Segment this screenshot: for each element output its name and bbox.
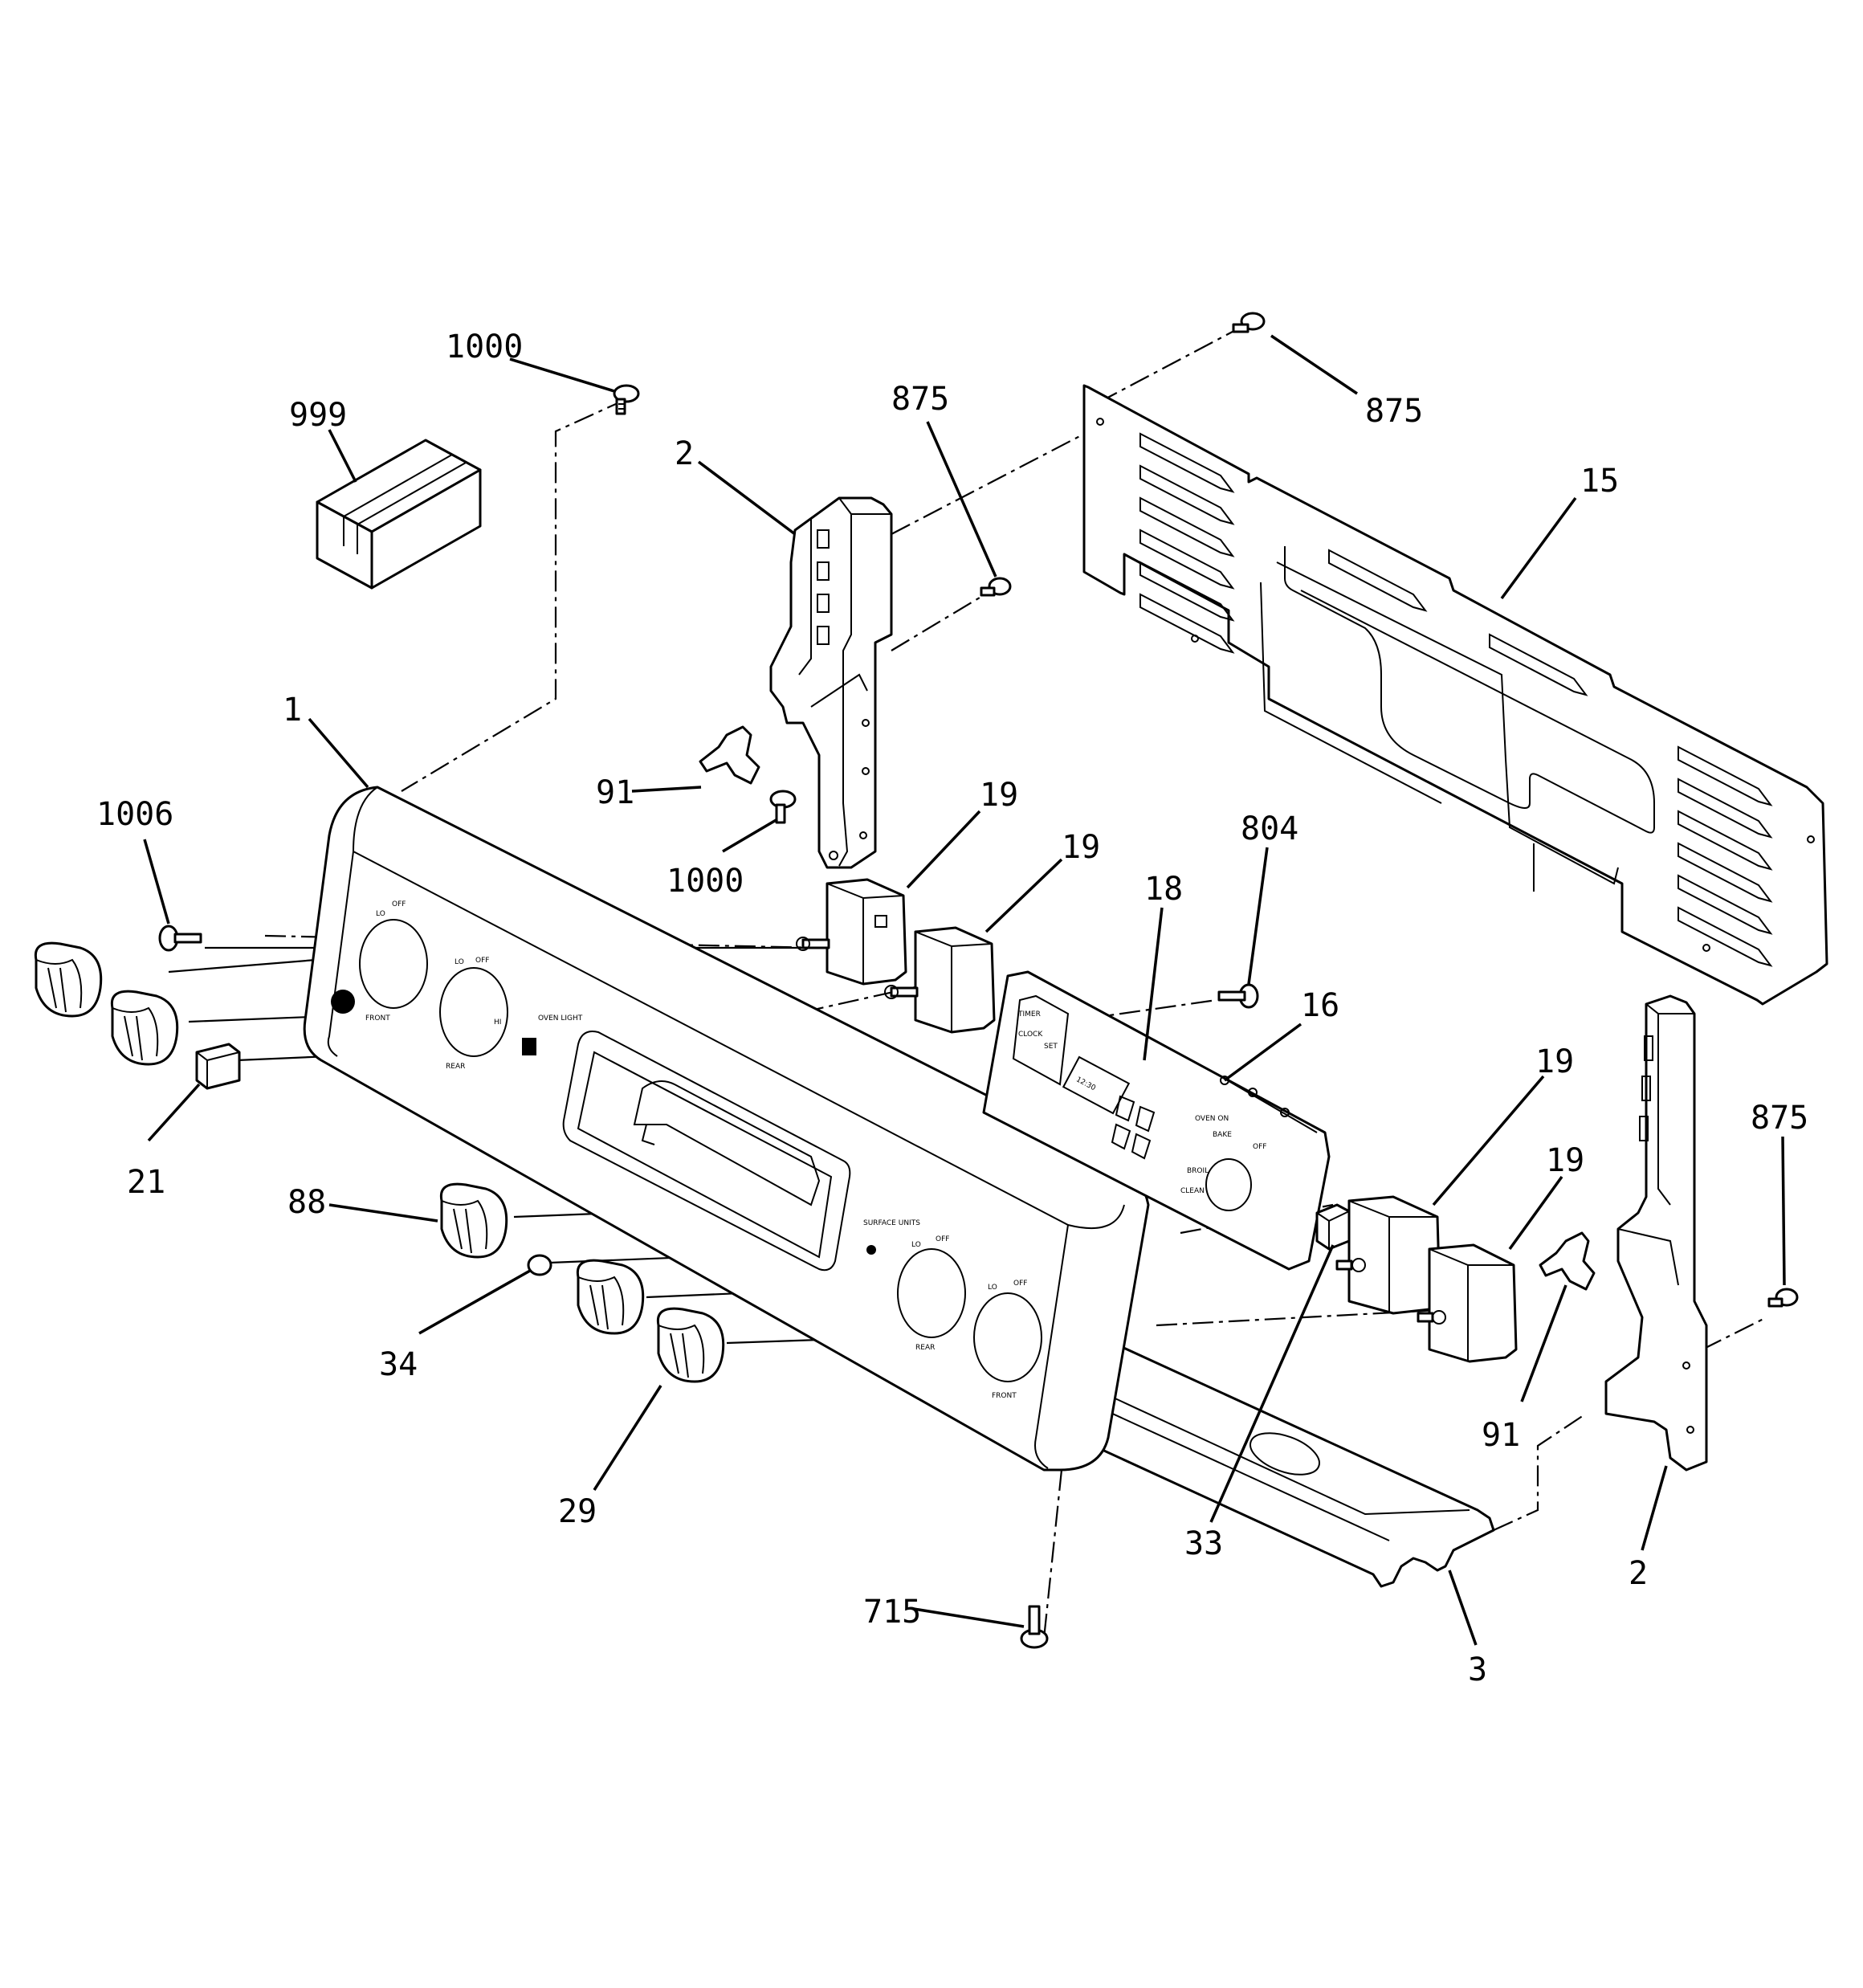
knob-left-front bbox=[110, 990, 179, 1066]
svg-text:FRONT: FRONT bbox=[365, 1014, 390, 1023]
dial-front-left: LO OFF REAR HI bbox=[439, 957, 508, 1071]
callout-34: 34 bbox=[379, 1346, 418, 1383]
oven-light-switch-marker bbox=[522, 1038, 536, 1055]
callout-88: 88 bbox=[287, 1184, 326, 1221]
infinite-switch-19-d bbox=[1417, 1243, 1518, 1363]
callout-1000-mid: 1000 bbox=[667, 863, 744, 900]
switch-33 bbox=[1315, 1203, 1351, 1251]
svg-text:SURFACE UNITS: SURFACE UNITS bbox=[863, 1219, 920, 1227]
dial-front-right: LO OFF FRONT bbox=[973, 1280, 1042, 1400]
screw-875-bracket bbox=[980, 577, 1012, 597]
knob-left-rear bbox=[34, 941, 103, 1018]
leader-lines bbox=[143, 334, 1786, 1646]
screw-1000-mid bbox=[769, 790, 797, 824]
rocker-switch-21 bbox=[195, 1043, 241, 1090]
callout-3: 3 bbox=[1468, 1651, 1487, 1688]
svg-text:FRONT: FRONT bbox=[992, 1392, 1017, 1400]
callout-15: 15 bbox=[1580, 463, 1619, 500]
screw-875-right bbox=[1767, 1288, 1799, 1308]
callout-715: 715 bbox=[863, 1594, 921, 1631]
callout-labels: 1000 999 875 875 2 15 1 1006 91 1000 19 … bbox=[96, 329, 1808, 1688]
svg-text:LO: LO bbox=[911, 1241, 921, 1249]
svg-text:OFF: OFF bbox=[1013, 1280, 1027, 1288]
callout-1000-top: 1000 bbox=[446, 329, 523, 365]
infinite-switch-19-a bbox=[796, 878, 907, 986]
callout-875-c: 875 bbox=[1751, 1100, 1808, 1137]
svg-text:OVEN ON: OVEN ON bbox=[1195, 1115, 1229, 1123]
dial-rear-left: LO OFF FRONT bbox=[359, 900, 428, 1023]
knob-29 bbox=[656, 1307, 725, 1383]
rear-shield-panel-15 bbox=[1082, 384, 1828, 1006]
screw-875-top-right bbox=[1232, 312, 1266, 333]
svg-text:TIMER: TIMER bbox=[1017, 1010, 1041, 1018]
callout-19-a: 19 bbox=[980, 777, 1018, 814]
screw-1000-top bbox=[613, 384, 640, 415]
callout-91-a: 91 bbox=[596, 774, 634, 811]
callout-33: 33 bbox=[1184, 1525, 1223, 1562]
svg-text:SET: SET bbox=[1044, 1043, 1058, 1051]
svg-text:OVEN LIGHT: OVEN LIGHT bbox=[538, 1014, 583, 1023]
svg-text:REAR: REAR bbox=[915, 1344, 935, 1352]
side-bracket-2-right bbox=[1604, 994, 1708, 1472]
side-bracket-2-left bbox=[769, 496, 893, 869]
clip-91-right bbox=[1539, 1231, 1596, 1291]
clock-display-frame bbox=[1062, 1055, 1131, 1115]
svg-text:OFF: OFF bbox=[475, 957, 489, 965]
infinite-switch-19-c bbox=[1335, 1195, 1441, 1315]
knob-88 bbox=[439, 1182, 508, 1259]
callout-999: 999 bbox=[289, 397, 347, 434]
infinite-switch-19-b bbox=[884, 926, 996, 1034]
svg-text:OFF: OFF bbox=[392, 900, 406, 908]
callout-2-top: 2 bbox=[675, 435, 694, 472]
dial-rear-right: LO OFF REAR bbox=[897, 1235, 966, 1352]
vent-slots-right bbox=[1678, 745, 1773, 967]
svg-text:LO: LO bbox=[988, 1284, 997, 1292]
vent-slots-center bbox=[1328, 549, 1588, 696]
callout-21: 21 bbox=[127, 1164, 165, 1201]
screw-715 bbox=[1020, 1605, 1049, 1649]
screw-1006 bbox=[158, 925, 202, 952]
packaging-box-999 bbox=[316, 439, 482, 590]
clip-91-left bbox=[699, 725, 760, 785]
lower-trim-3 bbox=[1042, 1316, 1495, 1588]
indicator-light bbox=[331, 990, 355, 1014]
callout-91-b: 91 bbox=[1482, 1417, 1520, 1454]
callout-2-bottom: 2 bbox=[1629, 1555, 1648, 1592]
svg-text:LO: LO bbox=[455, 958, 464, 966]
callout-16: 16 bbox=[1301, 987, 1339, 1024]
svg-text:BAKE: BAKE bbox=[1213, 1131, 1232, 1139]
callout-29: 29 bbox=[558, 1493, 597, 1530]
indicator-lens-34 bbox=[527, 1254, 552, 1276]
callout-19-b: 19 bbox=[1062, 829, 1100, 866]
svg-text:OFF: OFF bbox=[936, 1235, 949, 1243]
svg-text:LO: LO bbox=[376, 910, 385, 918]
control-panel-backsplash-1: LO OFF FRONT LO OFF REAR HI OVEN LIGHT S… bbox=[303, 786, 1150, 1472]
svg-text:OFF: OFF bbox=[1253, 1143, 1266, 1151]
svg-text:HI: HI bbox=[494, 1018, 501, 1027]
svg-text:CLEAN: CLEAN bbox=[1180, 1187, 1205, 1195]
callout-875-b: 875 bbox=[1365, 393, 1423, 430]
callout-18: 18 bbox=[1144, 871, 1183, 908]
vent-slots-left bbox=[1139, 432, 1235, 654]
svg-text:BROIL: BROIL bbox=[1187, 1167, 1209, 1175]
callout-19-c: 19 bbox=[1535, 1043, 1574, 1080]
callout-875-a: 875 bbox=[891, 381, 949, 418]
callout-19-d: 19 bbox=[1546, 1142, 1584, 1179]
knob-right-rear bbox=[576, 1259, 645, 1335]
callout-804: 804 bbox=[1241, 810, 1298, 847]
svg-text:CLOCK: CLOCK bbox=[1018, 1031, 1043, 1039]
screw-804 bbox=[1217, 983, 1259, 1009]
callout-1: 1 bbox=[283, 692, 302, 729]
oven-window-frame bbox=[562, 1031, 851, 1272]
electronic-oven-control-16: 12:30 TIMER CLOCK SET OVEN ON BAKE OFF B… bbox=[982, 970, 1331, 1271]
svg-text:REAR: REAR bbox=[446, 1063, 465, 1071]
callout-1006: 1006 bbox=[96, 796, 173, 833]
